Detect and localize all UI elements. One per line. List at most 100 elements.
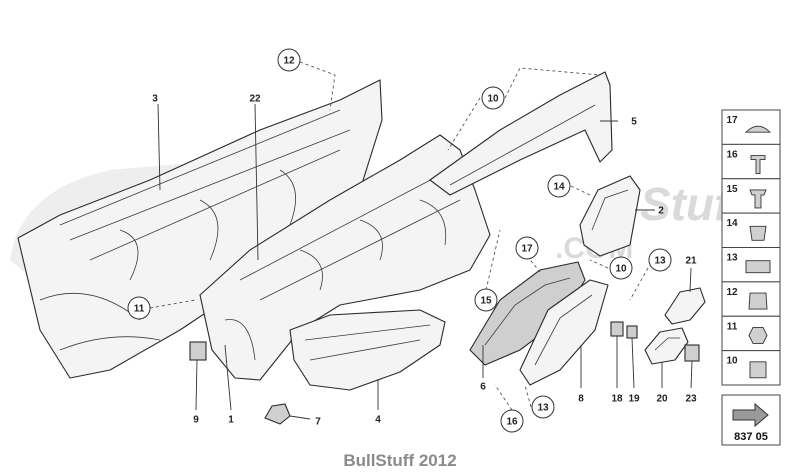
callout-number: 3 [152, 94, 158, 105]
part-7-clip [264, 403, 291, 425]
arrow-icon [732, 402, 769, 428]
callout-circle [127, 296, 151, 320]
legend-number: 14 [726, 218, 738, 229]
legend-number: 11 [727, 321, 738, 332]
callout-c17: 17 [515, 236, 539, 260]
callout-number: 8 [578, 394, 584, 405]
fastener-10-icon [749, 361, 767, 379]
callout-number: 14 [553, 182, 565, 193]
callout-number: 13 [654, 256, 666, 267]
fastener-legend: 17 16 15 14 13 12 11 10 [721, 109, 781, 386]
fastener-12-icon [748, 292, 768, 310]
callout-number: 22 [249, 94, 261, 105]
door-handle [644, 327, 689, 365]
outer-door-shell [17, 79, 383, 379]
callout-number: 10 [487, 94, 499, 105]
callout-number: 7 [315, 417, 321, 428]
callout-circle [277, 48, 301, 72]
callout-c16: 16 [500, 409, 524, 433]
callout-number: 13 [537, 403, 549, 414]
legend-number: 16 [726, 149, 738, 160]
callout-number: 10 [615, 264, 627, 275]
fastener-13-icon [745, 260, 771, 274]
callout-number: 19 [628, 394, 640, 405]
callout-circle [609, 256, 633, 280]
callout-c5: 5 [631, 117, 637, 128]
callout-c2: 2 [658, 206, 664, 217]
part-23-clip [684, 344, 700, 362]
callout-number: 5 [631, 117, 637, 128]
legend-row-10: 10 [721, 350, 781, 386]
tweeter-cover [579, 175, 641, 257]
callout-c18: 18 [611, 394, 623, 405]
callout-number: 12 [283, 56, 295, 67]
armrest-trim [289, 309, 446, 391]
callout-c3: 3 [152, 94, 158, 105]
callout-c19: 19 [628, 394, 640, 405]
handle-trim [519, 279, 609, 386]
callout-c14: 14 [547, 174, 571, 198]
part-9-clip [189, 341, 207, 361]
callout-number: 2 [658, 206, 664, 217]
callout-circle [648, 248, 672, 272]
callout-number: 18 [611, 394, 623, 405]
callout-c10b: 10 [609, 256, 633, 280]
fastener-14-icon [749, 225, 767, 241]
callout-circle [500, 409, 524, 433]
callout-circle [515, 236, 539, 260]
release-lever [664, 287, 706, 325]
callout-c10a: 10 [481, 86, 505, 110]
callout-c4: 4 [375, 415, 381, 426]
callout-c9: 9 [193, 415, 199, 426]
callout-circle [531, 395, 555, 419]
callout-c13b: 13 [531, 395, 555, 419]
callout-c7: 7 [315, 417, 321, 428]
switch-bezel [469, 261, 586, 366]
callout-number: 16 [506, 417, 518, 428]
callout-number: 6 [480, 382, 486, 393]
legend-row-17: 17 [721, 109, 781, 145]
fastener-11-icon [748, 326, 768, 344]
callout-c21: 21 [685, 256, 697, 267]
callout-circle [474, 288, 498, 312]
legend-number: 12 [726, 287, 738, 298]
callout-number: 11 [134, 304, 145, 315]
callout-number: 23 [685, 394, 697, 405]
legend-row-15: 15 [721, 178, 781, 214]
inner-door-panel [199, 134, 491, 381]
callout-number: 4 [375, 415, 381, 426]
upper-trim-strip [429, 71, 613, 196]
callout-number: 20 [656, 394, 668, 405]
callout-c11: 11 [127, 296, 151, 320]
callout-c1: 1 [228, 415, 234, 426]
diagram-code: 837 05 [734, 431, 768, 443]
part-18-clip [610, 321, 624, 337]
callout-c23: 23 [685, 394, 697, 405]
footer-credit: BullStuff 2012 [343, 451, 456, 470]
callout-c15: 15 [474, 288, 498, 312]
diagram-code-box: 837 05 [721, 394, 781, 446]
legend-row-13: 13 [721, 247, 781, 283]
legend-row-12: 12 [721, 281, 781, 317]
callout-circle [547, 174, 571, 198]
part-19-clip [626, 325, 638, 339]
legend-row-16: 16 [721, 143, 781, 180]
callout-number: 17 [521, 244, 533, 255]
legend-row-11: 11 [721, 315, 781, 352]
leader-lines [149, 61, 693, 420]
callout-c22: 22 [249, 94, 261, 105]
callout-number: 1 [228, 415, 234, 426]
callout-number: 15 [480, 296, 492, 307]
fastener-15-icon [749, 189, 767, 209]
callout-c8: 8 [578, 394, 584, 405]
callout-number: 9 [193, 415, 199, 426]
fastener-17-icon [744, 125, 772, 133]
legend-number: 13 [726, 253, 738, 264]
legend-number: 10 [726, 356, 738, 367]
fastener-16-icon [750, 155, 766, 175]
callout-c12: 12 [277, 48, 301, 72]
legend-number: 17 [726, 115, 738, 126]
callout-c20: 20 [656, 394, 668, 405]
